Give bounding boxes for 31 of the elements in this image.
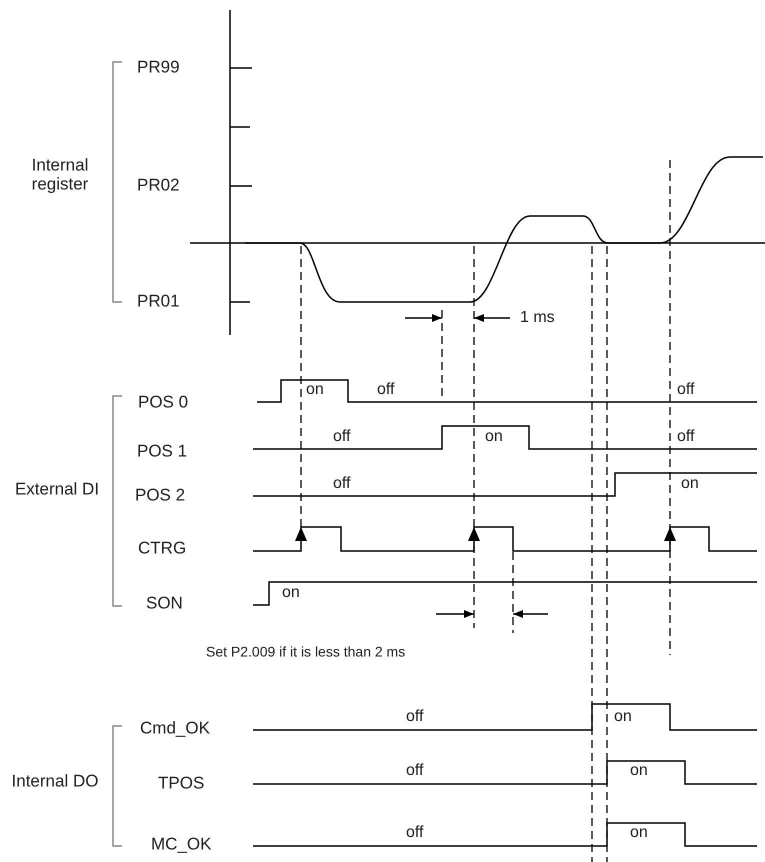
state-label: on [681, 475, 699, 493]
group-label: External DI [14, 480, 100, 500]
state-label: off [677, 428, 694, 446]
signal-name: POS 1 [137, 442, 188, 462]
state-label: off [333, 428, 350, 446]
signal-name: CTRG [138, 540, 186, 558]
time-annotation: 1 ms [520, 309, 555, 327]
signal-name: Cmd_OK [140, 720, 210, 738]
state-label: off [377, 381, 394, 399]
state-label: off [333, 475, 350, 493]
axis-tick-label: PR01 [137, 292, 180, 312]
group-label: Internal register [30, 156, 90, 194]
state-label: on [630, 762, 648, 780]
note: Set P2.009 if it is less than 2 ms [206, 644, 406, 660]
group-label: Internal DO [10, 772, 100, 792]
state-label: on [630, 824, 648, 842]
state-label: off [406, 762, 424, 780]
axis-tick-label: PR02 [137, 176, 180, 196]
signal-name: POS 2 [135, 486, 186, 506]
state-label: off [406, 708, 424, 726]
signal-name: SON [146, 594, 183, 614]
state-label: on [306, 381, 324, 399]
state-label: on [282, 584, 300, 602]
axis-tick-label: PR99 [137, 58, 180, 78]
state-label: on [614, 708, 632, 726]
signal-name: POS 0 [138, 394, 188, 412]
state-label: off [677, 381, 694, 399]
signal-name: TPOS [158, 774, 204, 794]
signal-name: MC_OK [151, 836, 212, 854]
state-label: off [406, 824, 424, 842]
state-label: on [485, 428, 503, 446]
